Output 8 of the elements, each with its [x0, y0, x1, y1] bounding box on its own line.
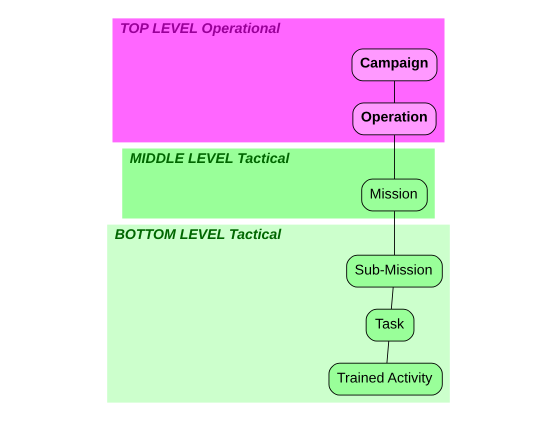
node-box: Task [365, 308, 414, 342]
node-box: Sub-Mission [346, 254, 442, 288]
node-box: Trained Activity [328, 362, 442, 396]
node-box: Campaign [351, 48, 437, 82]
connector [390, 286, 394, 310]
node-box: Mission [360, 178, 428, 212]
connector [386, 340, 389, 364]
node-box: Operation [352, 102, 436, 136]
